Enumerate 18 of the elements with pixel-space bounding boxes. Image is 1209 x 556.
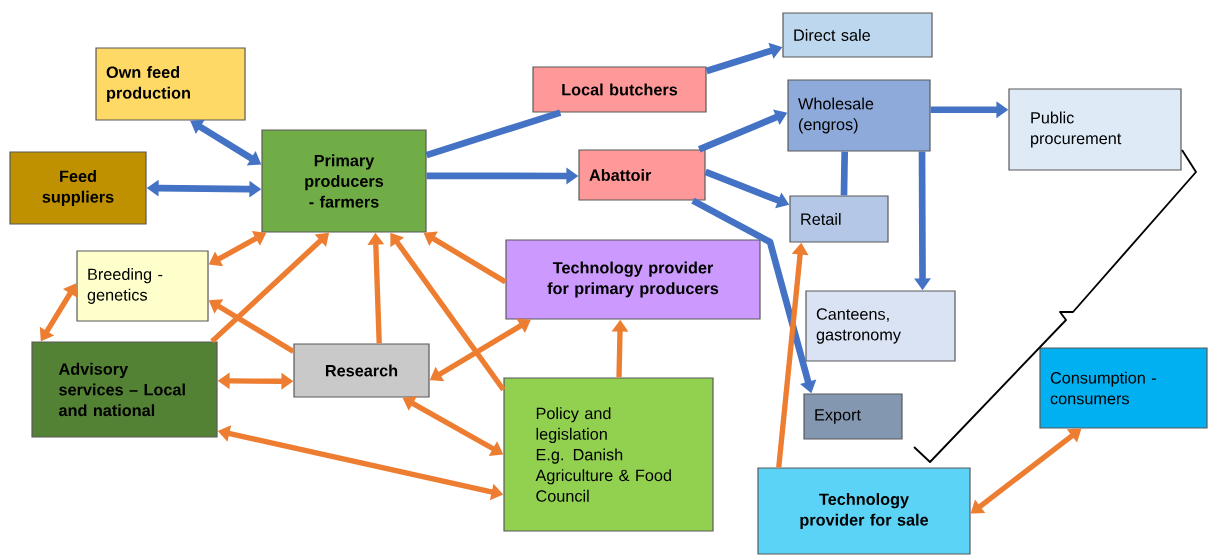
- process-box: Technology provider for primary producers: [505, 239, 761, 320]
- process-box: Retail: [789, 195, 889, 243]
- process-box: Feed suppliers: [9, 151, 147, 225]
- process-box: Public procurement: [1008, 88, 1182, 171]
- process-box: Local butchers: [532, 66, 707, 113]
- process-box: Policy and legislation E.g. Danish Agriculture & Food Council: [503, 377, 714, 532]
- process-box: Primary producers - farmers: [261, 129, 427, 233]
- process-box: Consumption - consumers: [1039, 347, 1208, 429]
- process-box: Technology provider for sale: [757, 467, 971, 555]
- process-box: Advisory services – Local and national: [31, 341, 218, 438]
- process-box: Direct sale: [782, 12, 933, 58]
- process-box: Abattoir: [578, 149, 706, 201]
- process-box: Research: [293, 343, 430, 398]
- process-box: Breeding - genetics: [76, 250, 209, 322]
- process-box: Wholesale (engros): [787, 79, 931, 152]
- process-box: Export: [803, 393, 903, 440]
- process-box: Canteens, gastronomy: [805, 290, 956, 362]
- process-box: Own feed production: [95, 47, 246, 121]
